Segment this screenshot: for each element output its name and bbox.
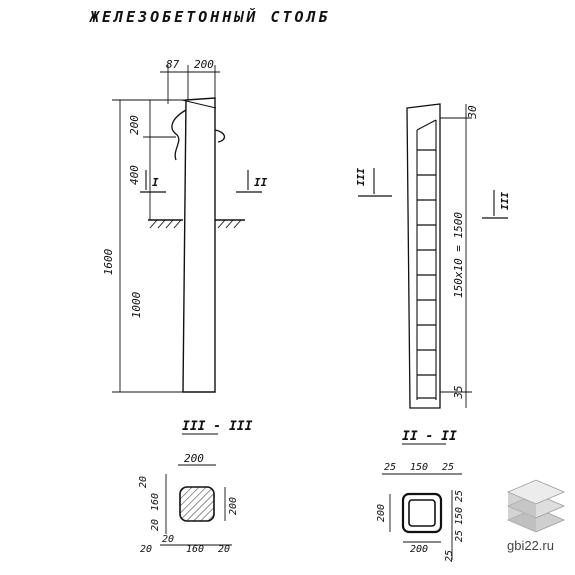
hollow-right-dim-b: 150 bbox=[454, 507, 465, 525]
top-dim-b: 200 bbox=[194, 58, 214, 71]
stack-logo-icon bbox=[506, 479, 566, 533]
solid-bottom-dim-a: 20 bbox=[162, 534, 174, 545]
post-outline bbox=[182, 97, 216, 393]
ground-hatch bbox=[149, 219, 242, 229]
reinforcement-view: 30 150x10 = 1500 35 III III II - II bbox=[356, 103, 511, 445]
top-dim-a: 87 bbox=[166, 58, 180, 71]
section-mark-right: II bbox=[254, 176, 268, 189]
cage-dim-top: 30 bbox=[466, 105, 479, 120]
post-top-bevel bbox=[181, 99, 217, 109]
solid-left-dim-b: 160 bbox=[150, 493, 161, 511]
hollow-right-dim-c: 25 bbox=[454, 530, 465, 542]
section-solid: 200 20 160 20 200 20 160 20 20 bbox=[138, 452, 239, 555]
cage-dim-length: 150x10 = 1500 bbox=[452, 212, 465, 298]
watermark-text: gbi22.ru bbox=[507, 538, 554, 553]
drawing-title: ЖЕЛЕЗОБЕТОННЫЙ СТОЛБ bbox=[89, 7, 331, 26]
section-mark-left: I bbox=[152, 176, 159, 189]
height-lower: 1000 bbox=[130, 291, 143, 318]
hollow-top-dim-b: 150 bbox=[410, 462, 428, 473]
watermark: gbi22.ru bbox=[506, 479, 566, 553]
solid-section-shape bbox=[179, 486, 215, 522]
cage-top-link bbox=[416, 119, 437, 131]
hollow-right-dim-a: 25 bbox=[454, 490, 465, 502]
side-dim-400: 400 bbox=[128, 165, 141, 185]
cage-dim-bottom: 35 bbox=[452, 385, 465, 399]
elevation-view: 87 200 200 400 1600 1000 I II III - III bbox=[102, 58, 268, 435]
hollow-left-dim: 200 bbox=[376, 504, 387, 522]
hollow-bottom-dim: 200 bbox=[410, 544, 428, 555]
reinforcement-caption: II - II bbox=[402, 429, 457, 444]
solid-bottom-left-dim: 20 bbox=[140, 544, 152, 555]
hollow-bottom-left-dim: 25 bbox=[444, 550, 455, 562]
cage-mark-right: III bbox=[500, 192, 511, 210]
wire-hook-left bbox=[171, 109, 187, 161]
cage-mark-left: III bbox=[356, 168, 367, 186]
cage-outline bbox=[406, 103, 441, 409]
solid-right-dim: 200 bbox=[228, 497, 239, 515]
hollow-top-dim-c: 25 bbox=[442, 462, 454, 473]
solid-left-dim-a: 20 bbox=[138, 476, 149, 488]
section-hollow: 25 150 25 200 25 150 25 200 25 bbox=[376, 462, 465, 562]
height-total: 1600 bbox=[102, 248, 115, 275]
solid-left-dim-c: 20 bbox=[150, 519, 161, 531]
solid-bottom-dim-b: 160 bbox=[186, 544, 204, 555]
solid-bottom-dim-c: 20 bbox=[218, 544, 230, 555]
stirrups bbox=[417, 149, 436, 399]
hollow-top-dim-a: 25 bbox=[384, 462, 396, 473]
hollow-section-outer bbox=[401, 492, 443, 534]
elevation-caption: III - III bbox=[182, 419, 253, 434]
wire-hook-right bbox=[214, 129, 226, 143]
hollow-section-inner bbox=[408, 499, 436, 527]
side-dim-200: 200 bbox=[128, 115, 141, 135]
solid-top-dim: 200 bbox=[184, 452, 204, 465]
